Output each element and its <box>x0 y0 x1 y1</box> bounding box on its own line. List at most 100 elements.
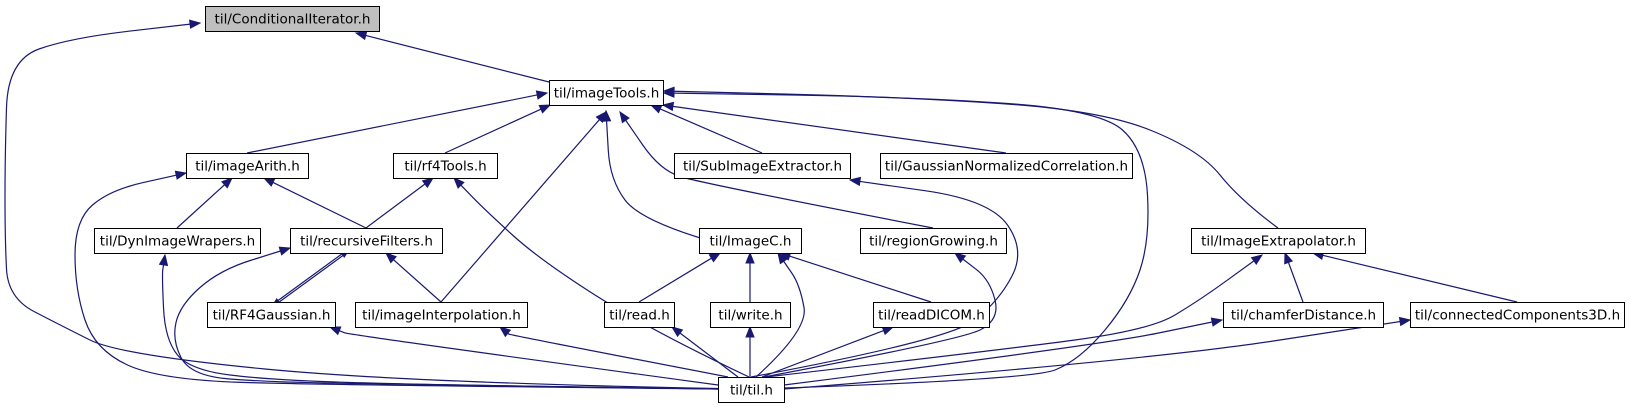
node-dicom[interactable]: til/readDICOM.h <box>873 302 990 328</box>
node-box <box>186 153 309 179</box>
arrowhead-icon <box>354 30 368 41</box>
node-box <box>1410 302 1625 328</box>
node-dynwrap[interactable]: til/DynImageWrapers.h <box>94 228 261 254</box>
arrowhead-icon <box>278 246 292 256</box>
node-box <box>718 377 785 403</box>
edge-line <box>765 260 1255 378</box>
arrowhead-icon <box>262 177 276 187</box>
edge-line <box>174 250 719 390</box>
edge-line <box>246 94 538 154</box>
edge-line <box>440 119 600 303</box>
node-box <box>355 302 528 328</box>
node-rf4tools[interactable]: til/rf4Tools.h <box>393 153 498 179</box>
edge-til-to-rf4tools <box>453 177 750 378</box>
arrowhead-icon <box>384 252 397 264</box>
edge-line <box>74 174 719 390</box>
arrowhead-icon <box>174 170 188 180</box>
edge-line <box>679 332 739 378</box>
node-chamfer[interactable]: til/chamferDistance.h <box>1223 302 1384 328</box>
edge-imgtools-to-cond <box>354 30 550 83</box>
node-label: til/regionGrowing.h <box>869 234 998 250</box>
edge-til-to-read <box>670 326 739 378</box>
node-box <box>1191 228 1366 254</box>
edge-line <box>176 184 226 229</box>
node-write[interactable]: til/write.h <box>710 302 791 328</box>
node-label: til/recursiveFilters.h <box>300 234 433 250</box>
arrowhead-icon <box>189 19 202 29</box>
node-box <box>873 302 990 328</box>
node-label: til/imageArith.h <box>195 159 300 175</box>
edge-conncomp-to-extrap <box>1311 250 1518 303</box>
node-label: til/ImageExtrapolator.h <box>1201 234 1356 250</box>
arrowhead-icon <box>661 101 675 112</box>
edge-til-to-recfilt <box>174 246 719 390</box>
node-read[interactable]: til/read.h <box>604 302 675 328</box>
edge-line <box>750 180 1019 378</box>
edge-rf4tools-to-imgtools <box>444 104 552 154</box>
arrowhead-icon <box>601 109 612 122</box>
node-rf4g[interactable]: til/RF4Gaussian.h <box>207 302 336 328</box>
node-conncomp[interactable]: til/connectedComponents3D.h <box>1410 302 1625 328</box>
edge-interp-to-recfilt <box>384 252 442 303</box>
arrowhead-icon <box>649 104 663 114</box>
arrowhead-icon <box>745 251 755 264</box>
arrowhead-icon <box>1210 317 1224 327</box>
edge-dicom-to-imagec <box>778 251 932 303</box>
arrowhead-icon <box>453 177 465 189</box>
node-box <box>290 228 443 254</box>
node-layer: til/ConditionalIterator.htil/imageTools.… <box>94 6 1625 403</box>
node-label: til/GaussianNormalizedCorrelation.h <box>885 159 1128 175</box>
edge-rf4g-to-recfilt <box>275 247 352 303</box>
node-box <box>393 153 498 179</box>
node-box <box>880 153 1133 179</box>
arrowhead-icon <box>662 86 675 97</box>
edge-til-to-arith <box>74 170 719 390</box>
node-imgtools[interactable]: til/imageTools.h <box>549 80 664 106</box>
arrowhead-icon <box>328 326 342 336</box>
node-subimg[interactable]: til/SubImageExtractor.h <box>674 153 851 179</box>
arrowhead-icon <box>708 252 722 263</box>
edge-interp-to-imgtools <box>440 110 607 303</box>
edge-line <box>605 120 708 241</box>
node-regiongr[interactable]: til/regionGrowing.h <box>860 228 1007 254</box>
edge-line <box>1287 262 1304 303</box>
edge-line <box>783 321 1213 386</box>
node-interp[interactable]: til/imageInterpolation.h <box>355 302 528 328</box>
node-label: til/imageInterpolation.h <box>362 308 521 324</box>
edge-til-to-chamfer <box>783 317 1224 386</box>
node-label: til/SubImageExtractor.h <box>683 159 842 175</box>
node-extrap[interactable]: til/ImageExtrapolator.h <box>1191 228 1366 254</box>
node-label: til/RF4Gaussian.h <box>213 308 331 324</box>
edge-recfilt-to-rf4g <box>269 253 346 309</box>
node-gauss[interactable]: til/GaussianNormalizedCorrelation.h <box>880 153 1133 179</box>
arrowhead-icon <box>1398 316 1412 327</box>
node-box <box>94 228 261 254</box>
edge-til-to-write <box>745 325 755 377</box>
arrowhead-icon <box>670 326 684 338</box>
arrowhead-icon <box>538 104 552 114</box>
edge-recfilt-to-arith <box>262 177 367 229</box>
edge-line <box>393 259 442 303</box>
edge-chamfer-to-extrap <box>1284 251 1304 303</box>
node-label: til/til.h <box>730 383 773 399</box>
node-label: til/ImageC.h <box>710 234 792 250</box>
node-til[interactable]: til/til.h <box>718 377 785 403</box>
edge-line <box>638 257 712 303</box>
node-recfilt[interactable]: til/recursiveFilters.h <box>290 228 443 254</box>
edge-line <box>783 320 1401 390</box>
edge-line <box>4 23 747 390</box>
edge-line <box>761 330 884 378</box>
edge-line <box>272 181 367 229</box>
node-box <box>604 302 675 328</box>
node-arith[interactable]: til/imageArith.h <box>186 153 309 179</box>
edge-line <box>460 184 750 378</box>
arrowhead-icon <box>745 325 755 338</box>
arrowhead-icon <box>1284 251 1294 265</box>
edge-line <box>673 90 1279 229</box>
edge-line <box>275 253 343 303</box>
node-box <box>205 6 380 32</box>
arrowhead-icon <box>221 177 233 189</box>
arrowhead-icon <box>777 251 788 265</box>
node-imagec[interactable]: til/ImageC.h <box>699 228 802 254</box>
node-box <box>860 228 1007 254</box>
